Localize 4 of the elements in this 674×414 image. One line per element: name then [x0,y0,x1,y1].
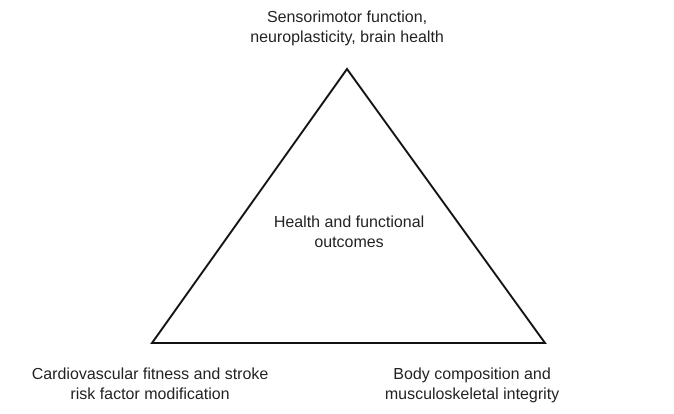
corner-label: Sensorimotor function, neuroplasticity, brain health [249,8,445,48]
center-text: Health and functional outcomes [272,213,426,253]
corner-label: Body composition and musculoskeletal integrity [384,365,560,405]
corner-label: Cardiovascular fitness and stroke risk factor modification [30,365,270,405]
